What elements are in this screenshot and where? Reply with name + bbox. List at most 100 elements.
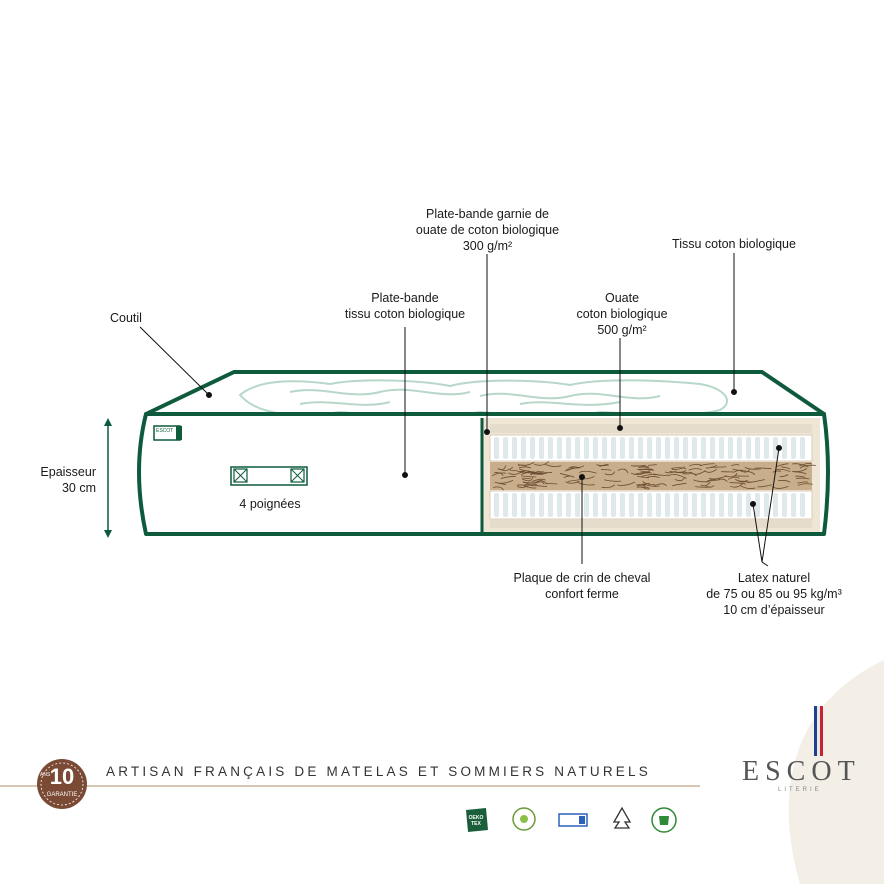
- horsehair-fiber: [523, 483, 534, 486]
- latex-perforation: [782, 437, 787, 459]
- horsehair-fiber: [795, 477, 810, 480]
- latex-perforation: [611, 493, 616, 517]
- horsehair-fiber: [524, 485, 537, 489]
- latex-perforation: [755, 437, 760, 459]
- horsehair-fiber: [534, 461, 550, 466]
- horsehair-fiber: [617, 481, 636, 486]
- horsehair-fiber: [601, 469, 612, 471]
- latex-perforation: [701, 493, 706, 517]
- latex-perforation: [638, 437, 643, 459]
- label-line: de 75 ou 85 ou 95 kg/m³: [706, 587, 842, 601]
- oeko-tex-icon: OEKO TEX: [462, 806, 490, 834]
- horsehair-fiber: [494, 481, 507, 486]
- handle-icon: [230, 466, 308, 486]
- latex-perforation: [656, 493, 661, 517]
- horsehair-fiber: [534, 481, 545, 485]
- latex-perforation: [620, 437, 625, 459]
- horsehair-fiber: [599, 463, 609, 467]
- latex-perforation: [746, 493, 751, 517]
- label-coutil: Coutil: [110, 311, 142, 325]
- horsehair-fiber: [577, 482, 595, 486]
- label-line: Epaisseur: [40, 465, 96, 479]
- horsehair-fiber: [570, 465, 585, 469]
- horsehair-fiber: [521, 477, 531, 480]
- horsehair-fiber: [646, 476, 660, 478]
- flag-blue: [814, 706, 817, 756]
- label-poignees: 4 poignées: [239, 497, 301, 511]
- label-line: 10 cm d’épaisseur: [723, 603, 825, 617]
- label-line: Plaque de crin de cheval: [513, 571, 651, 585]
- horsehair-fiber: [729, 482, 747, 485]
- latex-perforation: [683, 493, 688, 517]
- warranty-badge: 10 ANS GARANTIE: [36, 758, 88, 810]
- latex-perforation: [530, 437, 535, 459]
- latex-perforation: [629, 437, 634, 459]
- horsehair-fiber: [776, 463, 789, 467]
- label-line: Latex naturel: [737, 571, 811, 585]
- horsehair-fiber: [518, 466, 532, 469]
- horsehair-fiber: [637, 476, 649, 479]
- latex-perforation: [674, 493, 679, 517]
- horsehair-fiber: [648, 463, 657, 466]
- latex-perforation: [494, 437, 499, 459]
- latex-perforation: [773, 493, 778, 517]
- horsehair-fiber: [672, 482, 687, 487]
- badge-number: 10: [49, 764, 75, 789]
- latex-perforation: [539, 437, 544, 459]
- latex-perforation: [539, 493, 544, 517]
- latex-perforation: [602, 437, 607, 459]
- horsehair-fiber: [730, 483, 743, 488]
- horsehair-fiber: [799, 464, 816, 469]
- latex-perforation: [557, 493, 562, 517]
- badge-ans: ANS: [40, 772, 51, 778]
- horsehair-fiber: [636, 486, 651, 489]
- latex-perforation: [602, 493, 607, 517]
- latex-perforation: [647, 437, 652, 459]
- horsehair-fiber: [544, 463, 562, 467]
- horsehair-fiber: [706, 479, 721, 482]
- latex-perforation: [647, 493, 652, 517]
- horsehair-fiber: [724, 473, 738, 478]
- brand-logo: ESCOT: [742, 756, 861, 787]
- label-line: Ouate: [604, 291, 640, 305]
- horsehair-fiber: [604, 471, 616, 476]
- latex-perforation: [800, 493, 805, 517]
- latex-perforation: [710, 437, 715, 459]
- horsehair-fiber: [674, 477, 686, 482]
- horsehair-fiber: [682, 471, 693, 475]
- horsehair-fiber: [640, 469, 650, 473]
- horsehair-fiber: [695, 486, 712, 488]
- certification-logos: OEKO TEX: [462, 806, 682, 834]
- horsehair-fiber: [493, 486, 504, 491]
- lga-icon: [558, 806, 588, 834]
- horsehair-fiber: [733, 469, 743, 473]
- horsehair-fiber: [746, 479, 765, 483]
- horsehair-fiber: [704, 468, 718, 473]
- latex-perforation: [512, 493, 517, 517]
- latex-perforation: [773, 437, 778, 459]
- horsehair-fiber: [670, 467, 687, 469]
- horsehair-fiber: [522, 476, 534, 482]
- latex-perforation: [728, 493, 733, 517]
- flag-red: [820, 706, 823, 756]
- horsehair-fiber: [545, 482, 558, 485]
- latex-perforation: [764, 437, 769, 459]
- latex-perforation: [791, 437, 796, 459]
- horsehair-fiber: [778, 480, 791, 483]
- horsehair-fiber: [603, 479, 622, 482]
- latex-perforation: [674, 437, 679, 459]
- horsehair-layer: [490, 462, 812, 490]
- horsehair-fiber: [631, 464, 646, 467]
- horsehair-fiber: [509, 469, 524, 474]
- horsehair-fiber: [772, 470, 782, 473]
- horsehair-fiber: [638, 466, 649, 469]
- latex-perforation: [764, 493, 769, 517]
- latex-perforation: [530, 493, 535, 517]
- latex-perforation: [620, 493, 625, 517]
- label-line: Plate-bande garnie de: [425, 207, 549, 221]
- warranty-badge-icon: [37, 759, 87, 809]
- horsehair-fiber: [754, 467, 772, 470]
- latex-perforation: [584, 493, 589, 517]
- horsehair-fiber: [740, 468, 750, 473]
